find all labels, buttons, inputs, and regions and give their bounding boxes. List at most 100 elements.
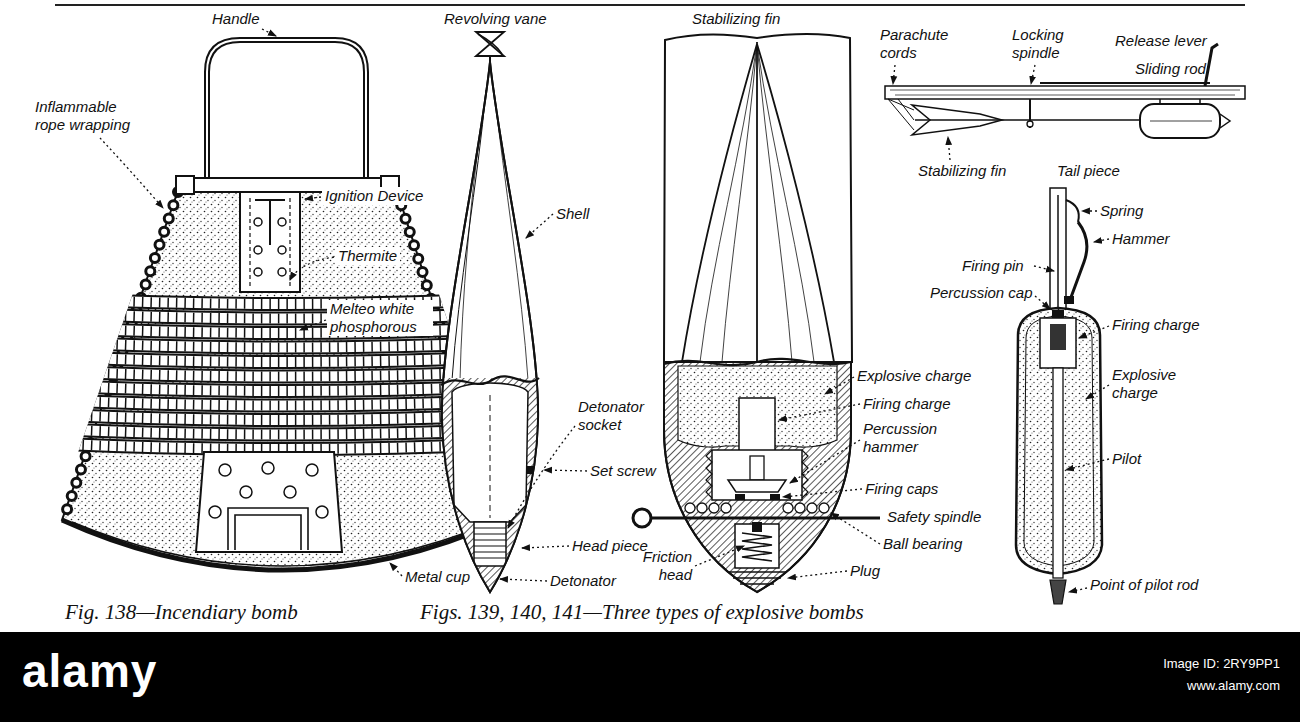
bomb-release-gear: [885, 44, 1245, 138]
explosive-bomb-finned: [721, 503, 731, 513]
part-label: Detonator: [550, 572, 616, 590]
part-label: Sliding rod: [1135, 60, 1206, 78]
explosive-bomb-pilot: [1040, 318, 1076, 368]
bomb-release-gear: [1027, 121, 1033, 127]
watermark-logo: alamy: [22, 644, 157, 699]
explosive-bomb-finned: [633, 34, 880, 592]
part-label: Ball bearing: [883, 535, 962, 553]
part-label: Percussion cap: [930, 284, 1033, 302]
leader-line: [1082, 210, 1097, 211]
incendiary-bomb: [254, 268, 262, 276]
part-label: Safety spindle: [887, 508, 981, 526]
watermark-text: www.alamy.com: [1060, 678, 1280, 694]
part-label: Stabilizing fin: [918, 162, 1006, 180]
bomb-release-gear: [1150, 121, 1212, 122]
part-label: Set screw: [590, 462, 656, 480]
incendiary-bomb: [62, 520, 503, 570]
part-label: Spring: [1100, 202, 1143, 220]
incendiary-bomb: [228, 508, 308, 550]
incendiary-bomb: [196, 452, 342, 552]
incendiary-bomb: [240, 486, 252, 498]
incendiary-bomb: [219, 464, 231, 476]
leader-line: [825, 377, 854, 394]
explosive-bomb-shell: [452, 383, 528, 522]
part-label: Handle: [212, 10, 260, 28]
leader-line: [305, 197, 321, 199]
bomb-release-gear: [888, 99, 914, 130]
explosive-bomb-shell: [474, 522, 506, 566]
leader-line: [1086, 385, 1109, 399]
explosive-bomb-pilot: [1053, 368, 1063, 578]
leader-line: [788, 571, 847, 578]
incendiary-bomb: [209, 506, 221, 518]
bomb-release-gear: [1140, 104, 1220, 138]
bomb-release-gear: [915, 119, 1140, 121]
explosive-bomb-pilot: [1066, 200, 1079, 222]
leader-line: [508, 426, 575, 528]
leader-line: [1035, 296, 1050, 309]
leader-line: [290, 257, 334, 280]
explosive-bomb-shell: [460, 120, 482, 380]
explosive-bomb-finned: [709, 503, 719, 513]
incendiary-bomb: [306, 464, 318, 476]
explosive-bomb-shell: [430, 32, 550, 608]
leader-line: [948, 137, 950, 160]
explosive-bomb-pilot: [1057, 195, 1059, 318]
incendiary-bomb: [284, 486, 296, 498]
bomb-release-gear: [1040, 82, 1210, 84]
part-label: Thermite: [335, 247, 400, 265]
explosive-bomb-finned: [664, 34, 852, 362]
leader-line: [526, 214, 553, 238]
incendiary-bomb: [254, 218, 262, 226]
bomb-release-gear: [1220, 114, 1230, 128]
leader-line: [893, 65, 895, 84]
leader-line: [790, 440, 860, 483]
part-label: Tail piece: [1057, 162, 1120, 180]
part-label: Shell: [556, 205, 589, 223]
figure-caption: Fig. 138—Incendiary bomb: [65, 600, 298, 625]
explosive-bomb-finned: [795, 503, 805, 513]
explosive-bomb-finned: [750, 456, 764, 480]
explosive-bomb-finned: [697, 503, 707, 513]
incendiary-bomb: [72, 522, 493, 566]
part-label: Melteo white phosphorous: [327, 300, 433, 336]
part-label: Point of pilot rod: [1090, 576, 1198, 594]
incendiary-bomb: [255, 200, 285, 245]
watermark-text: Image ID: 2RY9PP1: [1060, 656, 1280, 672]
explosive-bomb-shell: [441, 376, 539, 385]
leader-line: [779, 404, 860, 420]
part-label: Head piece: [572, 537, 648, 555]
part-label: Release lever: [1115, 32, 1207, 50]
part-label: Hammer: [1112, 230, 1170, 248]
part-label: Friction head: [630, 548, 692, 584]
explosive-bomb-pilot: [1050, 324, 1066, 350]
part-label: Firing pin: [962, 257, 1024, 275]
explosive-bomb-finned: [651, 517, 880, 520]
part-label: Firing charge: [1112, 316, 1200, 334]
explosive-bomb-finned: [664, 362, 851, 592]
incendiary-bomb: [262, 462, 274, 474]
incendiary-bomb: [278, 268, 286, 276]
explosive-bomb-finned: [735, 494, 745, 500]
figure-caption: Figs. 139, 140, 141—Three types of explo…: [420, 600, 864, 625]
explosive-bomb-pilot: [1064, 296, 1074, 304]
part-label: Metal cup: [405, 568, 470, 586]
leader-line: [831, 513, 880, 544]
explosive-bomb-pilot: [1016, 188, 1102, 604]
explosive-bomb-finned: [739, 398, 775, 456]
explosive-bomb-finned: [728, 480, 786, 492]
part-label: Detonator socket: [578, 398, 658, 434]
leader-line: [695, 546, 744, 566]
leader-line: [1079, 326, 1109, 338]
watermark-band: [0, 632, 1300, 722]
explosive-bomb-finned: [783, 503, 793, 513]
part-label: Plug: [850, 562, 880, 580]
part-label: Parachute cords: [880, 26, 958, 62]
incendiary-bomb: [254, 246, 262, 254]
bomb-release-gear: [1205, 44, 1218, 86]
part-label: Stabilizing fin: [692, 10, 780, 28]
explosive-bomb-shell: [478, 34, 502, 54]
leader-line: [544, 470, 587, 471]
explosive-bomb-shell: [442, 62, 538, 592]
